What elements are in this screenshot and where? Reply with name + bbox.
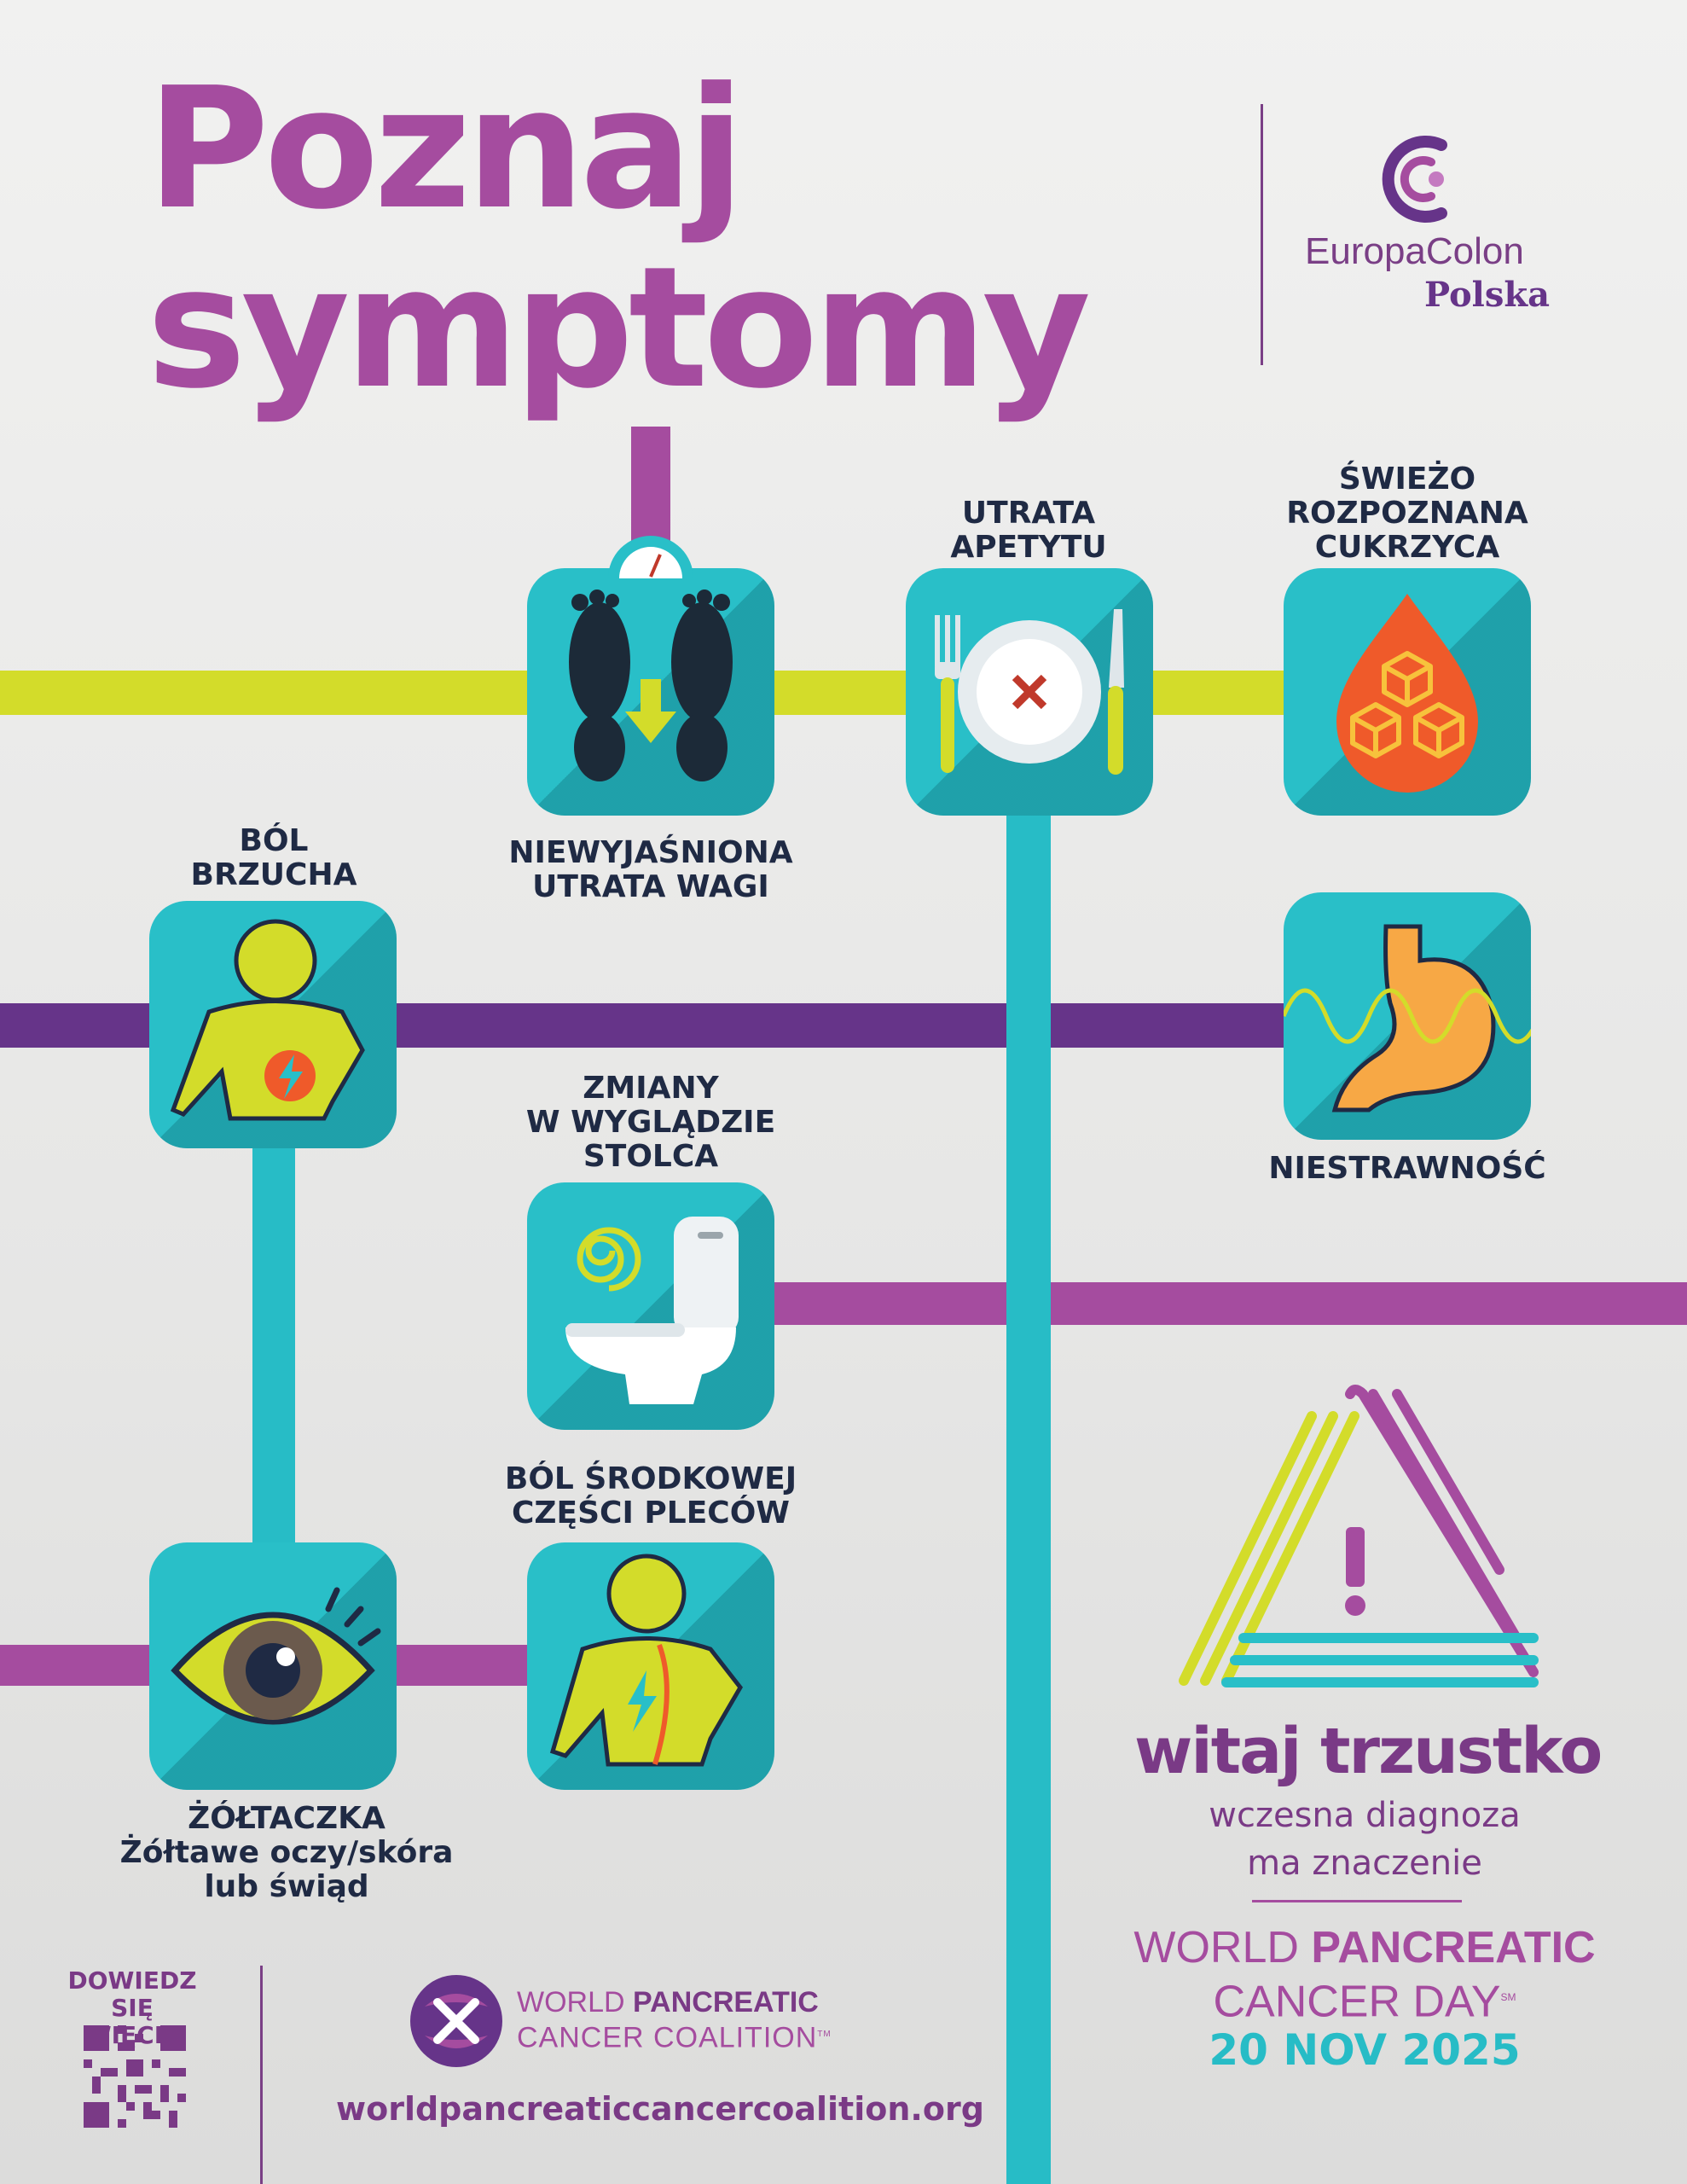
stomach-icon (1284, 924, 1531, 1112)
qr-code-icon[interactable] (84, 2025, 186, 2128)
symptom-jaundice-tile (149, 1542, 397, 1790)
coalition-url-link[interactable]: worldpancreaticcancercoalition.org (336, 2090, 984, 2128)
footer-divider (260, 1966, 263, 2184)
campaign-tagline: wczesna diagnoza ma znaczenie (1160, 1792, 1569, 1887)
event-date: 20 NOV 2025 (1209, 2025, 1521, 2075)
symptom-abdominal-pain-tile (149, 901, 397, 1148)
title-line-1: Poznaj (147, 52, 745, 247)
europacolon-country: Polska (1424, 275, 1551, 315)
coalition-line-2: CANCER COALITIONTM (517, 2021, 832, 2054)
coalition-name: WORLD PANCREATIC CANCER COALITIONTM (517, 1986, 832, 2053)
line-teal-vertical-center (1006, 802, 1051, 2184)
symptom-diabetes-label: ŚWIEŻO ROZPOZNANA CUKRZYCA (1286, 462, 1528, 565)
scale-feet-icon (569, 590, 733, 781)
campaign-tagline-line2: ma znaczenie (1247, 1844, 1482, 1883)
campaign-name: witaj trzustko (1134, 1715, 1603, 1788)
page-title: Poznaj symptomy (147, 52, 1091, 426)
back-pain-icon (549, 1554, 744, 1767)
symptom-appetite-tile (906, 568, 1153, 816)
symptom-abdominal-pain-label: BÓL BRZUCHA (190, 823, 357, 892)
sugar-drop-icon (1336, 594, 1478, 793)
europacolon-name: EuropaColon (1305, 230, 1524, 273)
warning-triangle-logo-icon (1179, 1385, 1539, 1687)
symptom-back-pain-tile (527, 1542, 774, 1790)
coalition-line-1: WORLD PANCREATIC (517, 1986, 819, 2018)
connector-top-purple (631, 427, 670, 546)
abdomen-pain-icon (170, 919, 365, 1121)
symptom-jaundice-label: ŻÓŁTACZKA Żółtawe oczy/skóra lub świąd (119, 1801, 454, 1904)
scale-dial-icon (608, 536, 693, 578)
event-line-1: WORLD PANCREATIC (1133, 1923, 1596, 1972)
symptom-stool-label: ZMIANY W WYGLĄDZIE STOLCA (525, 1071, 776, 1174)
symptom-stool-tile (527, 1182, 774, 1430)
symptom-appetite-label: UTRATA APETYTU (950, 496, 1107, 565)
plate-cutlery-icon (935, 609, 1124, 775)
coalition-logo-icon (410, 1975, 502, 2067)
line-teal-vertical-left (252, 1135, 295, 1561)
toilet-icon (565, 1217, 739, 1404)
symptom-weight-loss-label: NIEWYJAŚNIONA UTRATA WAGI (508, 835, 793, 904)
header-divider (1261, 104, 1263, 365)
title-line-2: symptomy (147, 231, 1091, 426)
eye-icon (171, 1587, 381, 1725)
event-line-2: CANCER DAYSM (1213, 1977, 1516, 2027)
symptom-back-pain-label: BÓL ŚRODKOWEJ CZĘŚCI PLECÓW (504, 1461, 797, 1531)
symptom-diabetes-tile (1284, 568, 1531, 816)
line-purple-horizontal (773, 1282, 1687, 1325)
symptom-indigestion-tile (1284, 892, 1531, 1140)
symptom-weight-loss-tile (527, 568, 774, 816)
europacolon-name-part1: Europa (1305, 230, 1426, 272)
europacolon-logo: EuropaColon Polska (1279, 128, 1550, 324)
symptom-indigestion-label: NIESTRAWNOŚĆ (1268, 1151, 1546, 1186)
campaign-divider (1252, 1900, 1462, 1902)
europacolon-name-part2: Colon (1425, 230, 1524, 272)
campaign-tagline-line1: wczesna diagnoza (1209, 1796, 1521, 1835)
world-pancreatic-cancer-day: WORLD PANCREATIC CANCER DAYSM (1100, 1923, 1629, 2026)
europacolon-logo-icon (1382, 136, 1447, 223)
